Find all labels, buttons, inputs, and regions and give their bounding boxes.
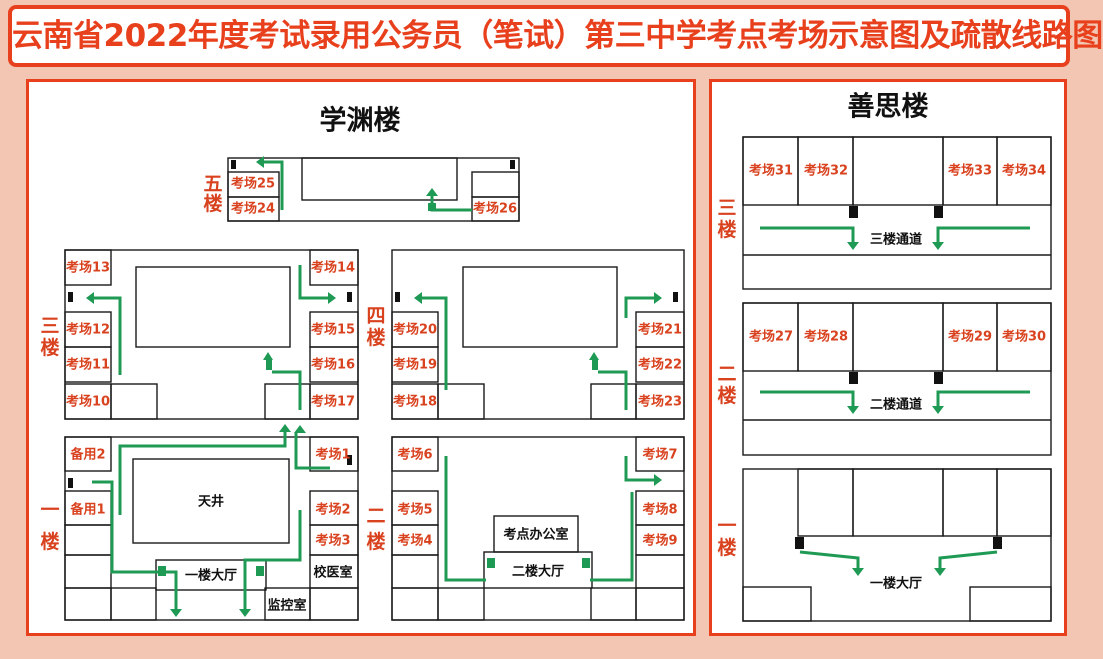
corridor-three-label: 三楼通道 <box>870 232 922 248</box>
room-18: 考场18 <box>393 394 437 410</box>
building-name-xueyuan: 学渊楼 <box>320 105 401 137</box>
page-title: 云南省2022年度考试录用公务员（笔试）第三中学考点考场示意图及疏散线路图 <box>8 5 1103 67</box>
room-4: 考场4 <box>397 533 432 549</box>
floor-label-four-b: 楼 <box>366 326 385 349</box>
floor-label-three-a: 三 <box>40 315 59 337</box>
room-16: 考场16 <box>311 357 355 373</box>
shansi-floor-label-three-a: 三 <box>717 197 736 219</box>
shansi-floor-label-two-b: 楼 <box>717 384 736 407</box>
floor-three-plan <box>64 249 359 420</box>
room-23: 考场23 <box>638 394 682 410</box>
room-1: 考场1 <box>315 447 350 463</box>
room-8: 考场8 <box>642 502 677 518</box>
room-21: 考场21 <box>638 322 682 338</box>
room-14: 考场14 <box>311 260 355 276</box>
room-15: 考场15 <box>311 322 355 338</box>
shansi-floor-label-one-a: 一 <box>717 515 736 537</box>
building-name-shansi: 善思楼 <box>848 91 929 123</box>
room-6: 考场6 <box>397 447 432 463</box>
room-19: 考场19 <box>393 357 437 373</box>
floor-four-plan <box>391 249 685 420</box>
room-9: 考场9 <box>642 533 677 549</box>
floor-label-two-a: 二 <box>366 505 385 527</box>
courtyard-label: 天井 <box>198 494 224 510</box>
floor-label-two-b: 楼 <box>366 530 385 553</box>
floor-label-one-a: 一 <box>40 499 59 521</box>
building-shansi-panel <box>709 79 1067 636</box>
floor-one-plan <box>64 424 359 621</box>
floor-label-four-a: 四 <box>366 305 385 327</box>
room-20: 考场20 <box>393 322 437 338</box>
room-12: 考场12 <box>66 322 110 338</box>
room-25: 考场25 <box>231 176 275 192</box>
shansi-floor-label-two-a: 二 <box>717 363 736 385</box>
room-2: 考场2 <box>315 502 350 518</box>
room-7: 考场7 <box>642 447 677 463</box>
spare-room-1: 备用1 <box>69 502 105 518</box>
room-28: 考场28 <box>804 329 848 345</box>
shansi-floor-two-plan <box>742 302 1052 456</box>
room-5: 考场5 <box>397 502 432 518</box>
floor-label-one-b: 楼 <box>40 530 59 553</box>
floor-five-plan <box>227 156 520 222</box>
room-22: 考场22 <box>638 357 682 373</box>
room-10: 考场10 <box>66 394 110 410</box>
room-11: 考场11 <box>66 357 110 373</box>
room-32: 考场32 <box>804 163 848 179</box>
shansi-floor-label-one-b: 楼 <box>717 536 736 559</box>
room-27: 考场27 <box>749 329 793 345</box>
room-3: 考场3 <box>315 533 350 549</box>
corridor-two-label: 二楼通道 <box>870 397 922 413</box>
room-13: 考场13 <box>66 260 110 276</box>
exam-office-label: 考点办公室 <box>503 527 568 543</box>
monitor-room-label: 监控室 <box>267 598 306 614</box>
shansi-floor-three-plan <box>742 136 1052 290</box>
room-29: 考场29 <box>948 329 992 345</box>
shansi-floor-one-plan <box>742 468 1052 622</box>
room-17: 考场17 <box>311 394 355 410</box>
room-26: 考场26 <box>473 201 517 217</box>
floor-label-three-b: 楼 <box>40 336 59 359</box>
clinic-label: 校医室 <box>313 565 352 581</box>
spare-room-2: 备用2 <box>69 447 105 463</box>
hall-two-label: 二楼大厅 <box>512 564 564 580</box>
floor-plan-diagram: 学渊楼 善思楼 考场25 考场24 考场26 五 楼 <box>40 91 1052 622</box>
room-30: 考场30 <box>1002 329 1046 345</box>
room-33: 考场33 <box>948 163 992 179</box>
floor-label-five-b: 楼 <box>203 192 222 215</box>
hall-right-label: 一楼大厅 <box>870 576 922 592</box>
floor-two-plan <box>391 436 685 621</box>
floor-label-five-a: 五 <box>203 173 222 195</box>
shansi-floor-label-three-b: 楼 <box>717 218 736 241</box>
room-31: 考场31 <box>749 163 793 179</box>
hall-one-label: 一楼大厅 <box>185 568 237 584</box>
room-24: 考场24 <box>231 201 275 217</box>
room-34: 考场34 <box>1002 163 1046 179</box>
